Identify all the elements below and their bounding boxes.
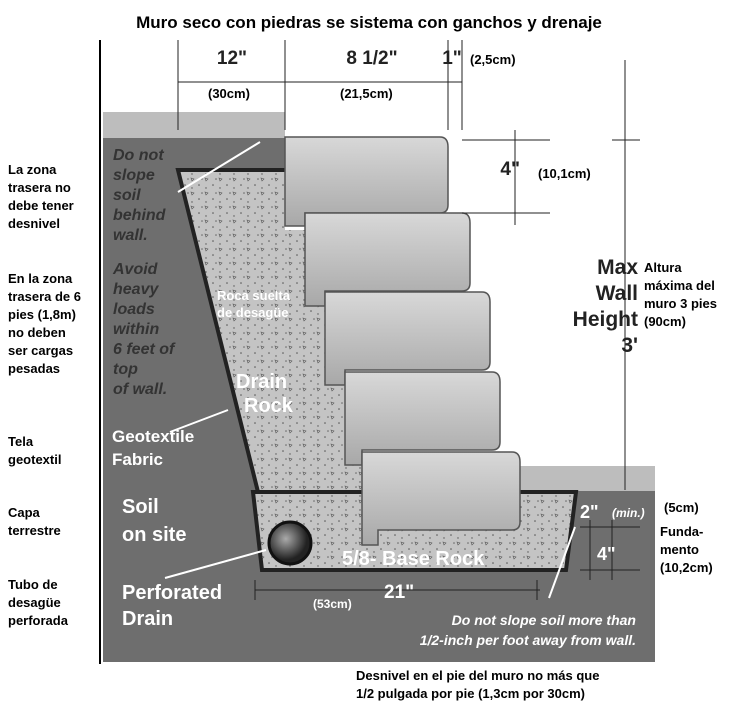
label-line: on site: [122, 524, 186, 546]
grass-top: [103, 112, 285, 138]
label-line: perforada: [8, 613, 69, 628]
dim-1in-cm: (2,5cm): [470, 52, 516, 67]
height-value: 3': [621, 334, 638, 357]
label-line: mento: [660, 542, 699, 557]
label-line: Soil: [122, 496, 159, 518]
note-line: top: [113, 361, 138, 378]
label-line: trasera de 6: [8, 289, 81, 304]
label-line: debe tener: [8, 198, 74, 213]
geotextile-label: Geotextile Fabric: [112, 427, 194, 469]
es-line: máxima del: [644, 278, 715, 293]
grass-toe: [518, 466, 655, 491]
label-line: pies (1,8m): [8, 307, 76, 322]
max-wall-spanish: Altura máxima del muro 3 pies (90cm): [644, 260, 717, 329]
dim-2in: 2": [580, 502, 599, 522]
note-line: of wall.: [113, 381, 167, 398]
note-line: loads: [113, 301, 155, 318]
label-line: Capa: [8, 505, 41, 520]
wall-block: [344, 371, 501, 466]
note-line: soil: [113, 187, 141, 204]
soil-on-site-label: Soil on site Perforated Drain 5/8- Base …: [122, 496, 616, 630]
label-line: La zona: [8, 162, 57, 177]
dim-1in: 1": [442, 48, 462, 69]
slope-note: Do not slope soil more than 1/2-inch per…: [420, 612, 636, 648]
label-line: Tela: [8, 434, 34, 449]
label-line: no deben: [8, 325, 66, 340]
label-line: pesadas: [8, 361, 60, 376]
wall-block: [324, 291, 491, 386]
note-line: Avoid: [112, 261, 159, 278]
note-line: 6 feet of: [113, 341, 176, 358]
label-line: Drain: [122, 608, 173, 630]
note-line: 1/2-inch per foot away from wall.: [420, 632, 636, 648]
dim-21in: 21": [384, 582, 414, 603]
label-line: Roca suelta: [217, 288, 291, 303]
wall-label: Wall: [596, 282, 638, 305]
dim-8-5in: 8 1/2": [346, 48, 397, 69]
es-line: muro 3 pies: [644, 296, 717, 311]
note-line: behind: [113, 207, 167, 224]
label-line: Perforated: [122, 582, 222, 604]
label-line: desagüe: [8, 595, 61, 610]
note-line: wall.: [113, 227, 148, 244]
roca-suelta-label: Roca suelta de desagüe: [217, 288, 291, 320]
dim-2in-min: (min.): [612, 506, 645, 520]
label-line: de desagüe: [217, 305, 289, 320]
base-rock-label: 5/8- Base Rock: [342, 548, 485, 570]
max-wall-height: Max Wall Height 3': [573, 256, 639, 357]
leader-lines: [164, 141, 576, 599]
label-line: geotextil: [8, 452, 61, 467]
wall-blocks: [284, 136, 521, 546]
dim-4in-footing: 4": [597, 544, 616, 564]
label-line: Funda-: [660, 524, 703, 539]
dim-21in-cm: (53cm): [313, 597, 352, 611]
height-label: Height: [573, 308, 638, 331]
top-dimensions: 12" 8 1/2" 1" 4": [217, 48, 520, 180]
label-line: ser cargas: [8, 343, 73, 358]
note-line: slope: [113, 167, 155, 184]
note-line: Do not slope soil more than: [452, 612, 636, 628]
note-line: within: [113, 321, 159, 338]
max-label: Max: [597, 256, 638, 279]
dim-12in: 12": [217, 48, 247, 69]
dim-4in-cm: (10,1cm): [538, 166, 591, 181]
note-line: Do not: [113, 147, 164, 164]
label-line: terrestre: [8, 523, 61, 538]
wall-block: [361, 451, 521, 546]
dimension-lines: [177, 40, 640, 600]
dim-2in-cm: (5cm): [664, 500, 699, 515]
geotextile-fabric: [175, 168, 285, 493]
bottom-note-line: Desnivel en el pie del muro no más que: [356, 668, 599, 683]
label-line: Tubo de: [8, 577, 58, 592]
label-line: En la zona: [8, 271, 73, 286]
drain-rock-label: Drain Rock: [236, 371, 294, 417]
es-line: Altura: [644, 260, 682, 275]
dim-8-5in-cm: (21,5cm): [340, 86, 393, 101]
label-line: Rock: [244, 395, 294, 417]
no-slope-note: Do not slope soil behind wall. Avoid hea…: [112, 147, 176, 398]
dim-12in-cm: (30cm): [208, 86, 250, 101]
label-line: trasera no: [8, 180, 71, 195]
label-line: Fabric: [112, 450, 163, 469]
label-line: Drain: [236, 371, 287, 393]
label-line: desnivel: [8, 216, 60, 231]
label-line: Geotextile: [112, 427, 194, 446]
dim-4in: 4": [500, 159, 520, 180]
label-line: (10,2cm): [660, 560, 713, 575]
es-line: (90cm): [644, 314, 686, 329]
bottom-note-line: 1/2 pulgada por pie (1,3cm por 30cm): [356, 686, 585, 701]
note-line: heavy: [113, 281, 159, 298]
cm-labels: (2,5cm) (30cm) (21,5cm) (10,1cm) (5cm): [208, 52, 699, 515]
diagram-title: Muro seco con piedras se sistema con gan…: [136, 13, 602, 32]
perforated-drain-pipe: [267, 520, 313, 566]
wall-block: [304, 212, 471, 307]
left-spanish-labels: La zona trasera no debe tener desnivel E…: [8, 162, 713, 701]
drain-rock: [178, 170, 362, 492]
